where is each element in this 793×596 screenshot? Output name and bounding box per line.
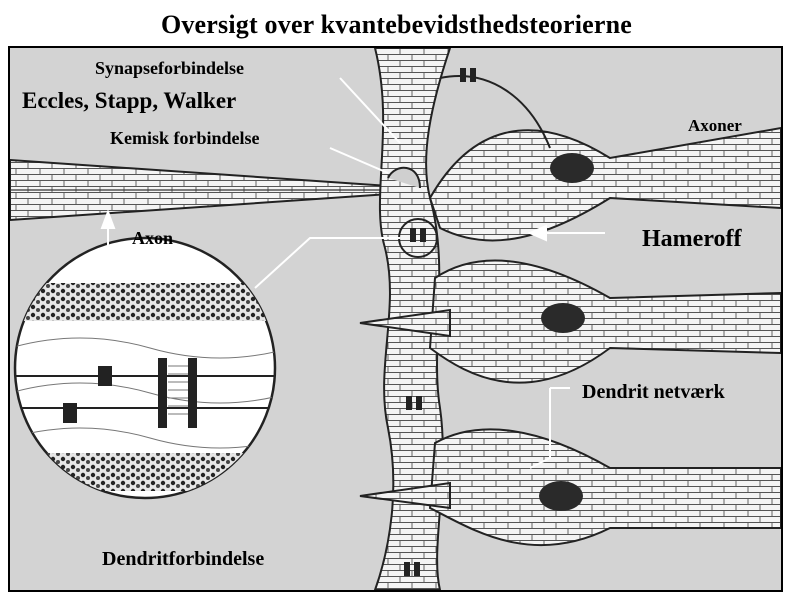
authors-label: Eccles, Stapp, Walker — [22, 88, 236, 114]
nucleus-3 — [539, 481, 583, 511]
axon-label: Axon — [132, 228, 173, 249]
chemical-connection-label: Kemisk forbindelse — [110, 128, 260, 149]
nucleus-1 — [550, 153, 594, 183]
hameroff-label: Hameroff — [642, 226, 742, 253]
neuron-illustration: Synapseforbindelse Eccles, Stapp, Walker… — [8, 46, 783, 592]
diagram-title: Oversigt over kvantebevidsthedsteorierne — [0, 10, 793, 40]
axon-left — [10, 160, 390, 220]
synapse-connection-label: Synapseforbindelse — [95, 58, 244, 79]
axons-label: Axoner — [688, 116, 742, 136]
dendrite-network-label: Dendrit netværk — [582, 381, 725, 404]
neuron-body-1 — [430, 76, 781, 240]
dendrite-connection-label: Dendritforbindelse — [102, 548, 264, 571]
nucleus-2 — [541, 303, 585, 333]
magnified-gap-junction — [10, 238, 400, 498]
